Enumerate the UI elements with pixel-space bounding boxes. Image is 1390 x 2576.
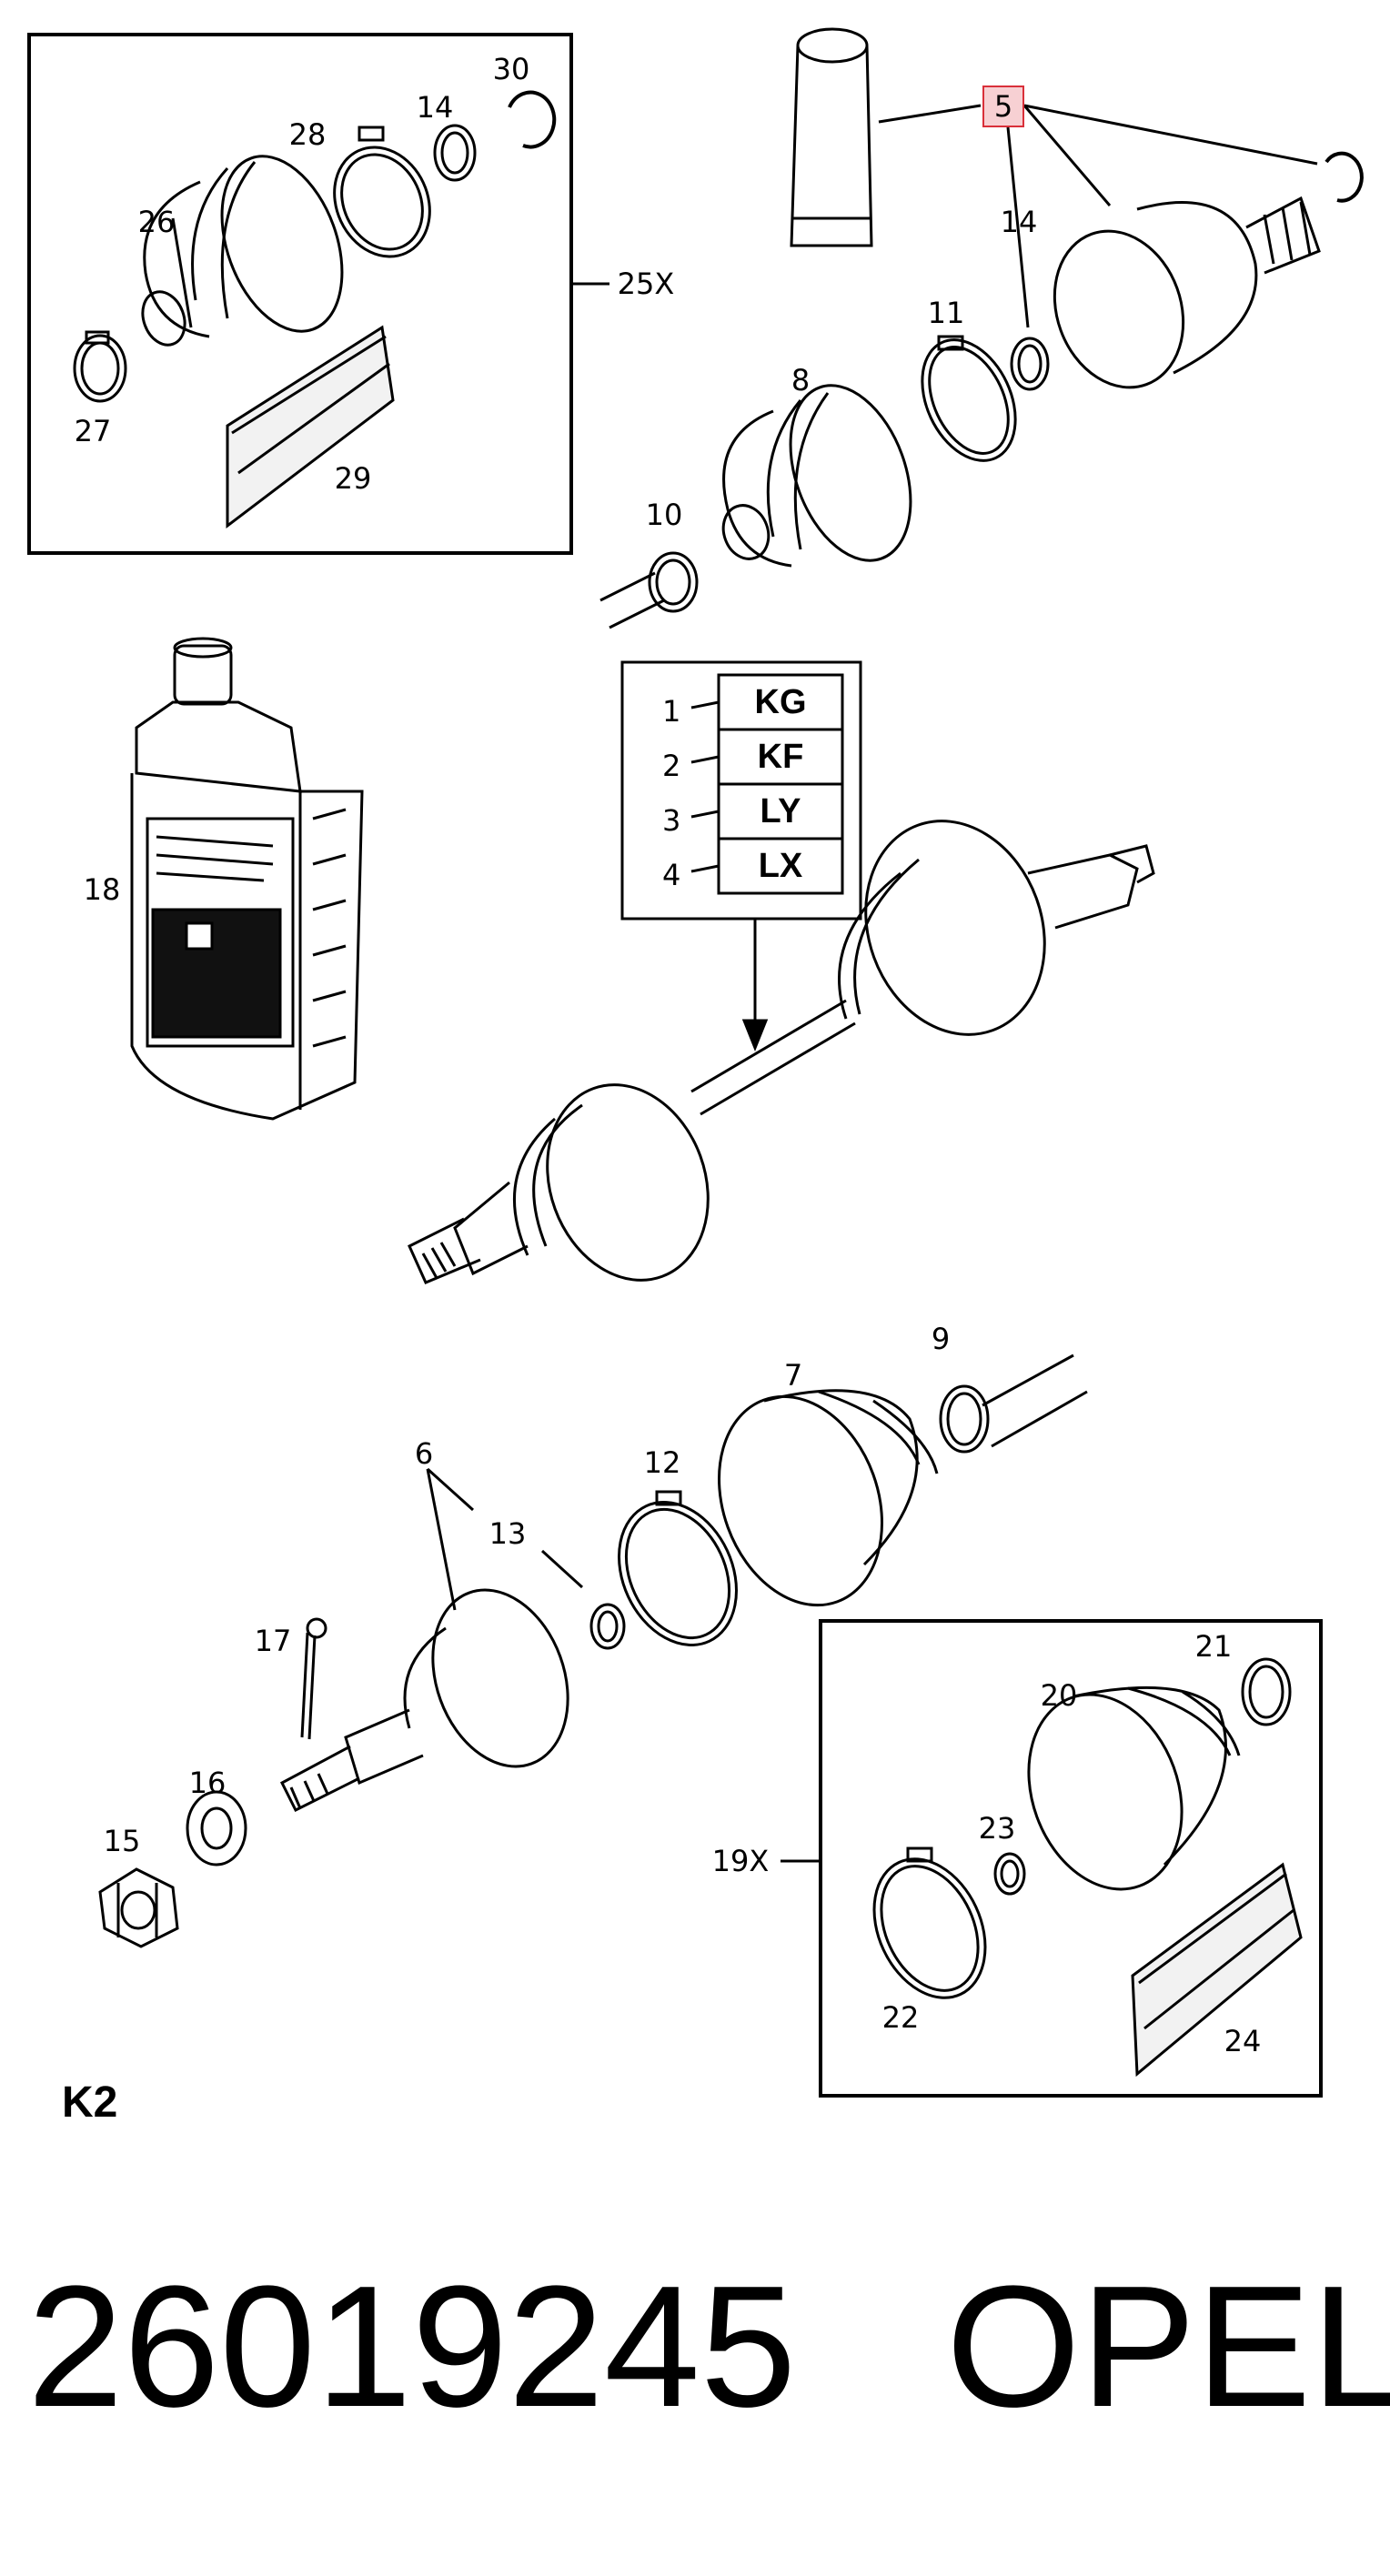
boot-26 xyxy=(141,155,344,347)
callout-29: 29 xyxy=(334,461,372,496)
callout-17: 17 xyxy=(254,1624,292,1658)
variant-code-ly: LY xyxy=(760,792,801,830)
page-label: K2 xyxy=(62,2078,118,2127)
callout-14-kit: 14 xyxy=(416,90,454,125)
clamp-9 xyxy=(939,1384,990,1454)
callout-30: 30 xyxy=(492,52,530,86)
variant-arrow xyxy=(741,919,769,1052)
callout-7: 7 xyxy=(783,1358,803,1393)
kit-25x-frame xyxy=(27,33,573,555)
clamp-12 xyxy=(618,1490,738,1647)
highlighted-callout-5[interactable]: 5 xyxy=(982,86,1024,127)
callout-22: 22 xyxy=(881,2000,920,2035)
snap-ring-23 xyxy=(993,1852,1026,1896)
grease-bag-24 xyxy=(1131,1862,1303,2078)
washer-16 xyxy=(186,1790,247,1867)
kit-19x-frame xyxy=(819,1619,1323,2098)
shaft-line-low-1 xyxy=(982,1353,1074,1407)
callout-18: 18 xyxy=(83,872,121,907)
variant-code-lx: LX xyxy=(758,847,803,885)
clamp-14 xyxy=(1010,337,1050,391)
callout-27: 27 xyxy=(74,414,112,448)
outer-cv-joint-5 xyxy=(1053,196,1321,389)
variant-number-1: 1 xyxy=(662,694,681,729)
boot-20 xyxy=(1027,1685,1241,1891)
leader-5-tube xyxy=(878,104,982,124)
leader-14b xyxy=(1006,126,1030,328)
callout-13: 13 xyxy=(489,1516,527,1551)
callout-24: 24 xyxy=(1224,2024,1262,2058)
shaft-line-low-2 xyxy=(991,1390,1088,1448)
callout-26: 26 xyxy=(137,205,176,239)
boot-8 xyxy=(721,384,912,568)
leader-6-b xyxy=(426,1468,457,1611)
variant-number-2: 2 xyxy=(662,749,681,783)
variant-code-kf: KF xyxy=(757,738,804,776)
callout-12: 12 xyxy=(643,1445,681,1480)
grease-bag-29 xyxy=(226,325,395,529)
variant-table-grid xyxy=(690,673,844,895)
clamp-11 xyxy=(921,335,1017,462)
variant-code-kg: KG xyxy=(754,683,807,721)
callout-14: 14 xyxy=(1000,205,1038,239)
castle-nut-15 xyxy=(98,1867,179,1948)
brand-name: OPEL xyxy=(946,2250,1390,2443)
grease-tube-5 xyxy=(790,27,873,247)
callout-16: 16 xyxy=(188,1766,227,1800)
callout-23: 23 xyxy=(978,1811,1016,1846)
split-pin-17 xyxy=(300,1617,327,1740)
leader-6-a xyxy=(426,1467,475,1512)
leader-13 xyxy=(540,1549,584,1589)
clamp-14-kit xyxy=(433,124,477,182)
callout-9: 9 xyxy=(931,1322,951,1356)
callout-11: 11 xyxy=(927,296,965,330)
snap-ring-30 xyxy=(508,90,557,149)
callout-8: 8 xyxy=(791,363,811,397)
snap-ring-top xyxy=(1325,151,1364,203)
variant-number-4: 4 xyxy=(662,858,681,892)
callout-6: 6 xyxy=(414,1436,434,1471)
leader-5-ring xyxy=(1023,104,1318,166)
variant-number-3: 3 xyxy=(662,803,681,838)
variant-frame xyxy=(620,660,862,921)
callout-19x: 19X xyxy=(711,1844,770,1878)
callout-15: 15 xyxy=(103,1824,141,1858)
snap-ring-13 xyxy=(589,1603,626,1650)
drive-shaft-assembly xyxy=(408,820,1155,1284)
shaft-line-top-1 xyxy=(599,571,656,602)
clamp-22 xyxy=(872,1846,987,1999)
clamp-27 xyxy=(73,330,127,403)
callout-21: 21 xyxy=(1194,1629,1233,1664)
callout-10: 10 xyxy=(645,498,683,532)
part-number: 26019245 xyxy=(27,2250,797,2443)
clamp-21 xyxy=(1241,1657,1292,1726)
callout-5-label: 5 xyxy=(993,89,1013,124)
boot-7 xyxy=(718,1389,939,1607)
clamp-10 xyxy=(648,551,699,613)
shaft-line-top-2 xyxy=(609,599,665,629)
callout-28: 28 xyxy=(288,117,327,152)
leader-5-joint xyxy=(1022,105,1112,206)
outer-joint-6 xyxy=(280,1588,569,1813)
oil-bottle-18 xyxy=(130,637,364,1121)
clamp-28 xyxy=(333,126,431,258)
callout-20: 20 xyxy=(1040,1678,1078,1713)
callout-25x: 25X xyxy=(617,267,675,301)
